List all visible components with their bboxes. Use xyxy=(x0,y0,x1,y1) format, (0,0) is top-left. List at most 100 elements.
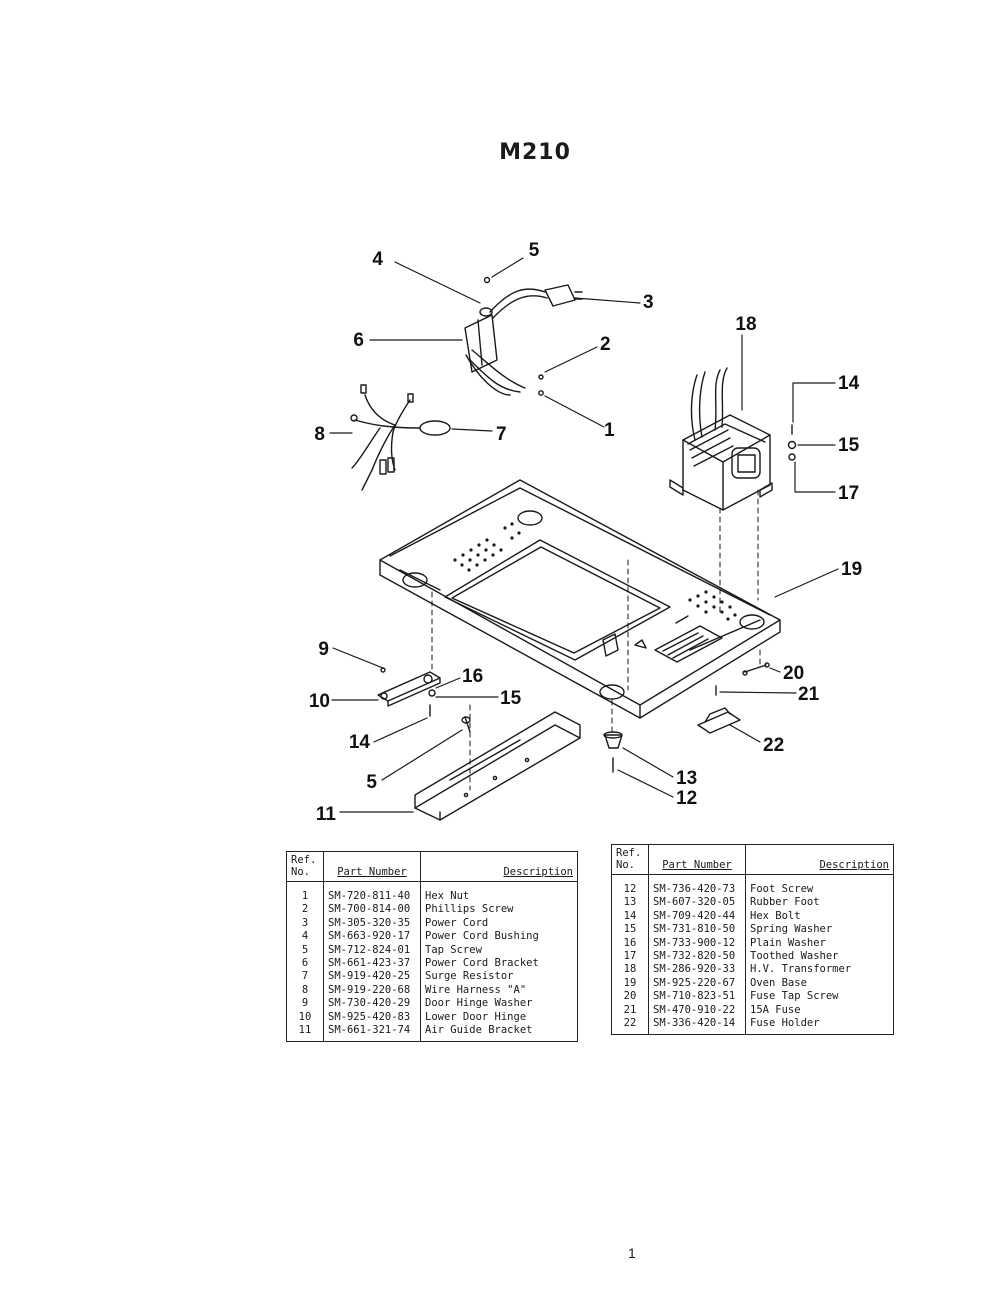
part-number-cell: SM-470-910-22 xyxy=(648,1003,746,1018)
column-header-part: Part Number xyxy=(323,851,421,882)
table-header-row: Ref. No. Part Number Description xyxy=(286,851,578,882)
description-cell: Power Cord Bracket xyxy=(420,957,578,971)
callout-5: 5 xyxy=(529,240,540,261)
part-number-cell: SM-925-420-83 xyxy=(323,1010,421,1025)
ref-cell: 14 xyxy=(623,909,637,922)
callout-5b: 5 xyxy=(366,772,377,793)
column-header-desc: Description xyxy=(745,844,894,875)
description-cell: H.V. Transformer xyxy=(745,963,894,977)
table-header-row: Ref. No. Part Number Description xyxy=(611,844,894,875)
power-cord-assembly xyxy=(464,276,583,396)
ref-cell: 9 xyxy=(301,997,309,1010)
ref-cell: 4 xyxy=(301,930,309,943)
callout-9: 9 xyxy=(318,639,329,660)
ref-cell: 11 xyxy=(298,1024,312,1037)
callout-20: 20 xyxy=(783,663,804,684)
wire-harness-part xyxy=(350,384,451,491)
part-number-cell: SM-336-420-14 xyxy=(648,1017,746,1035)
part-number-cell: SM-720-811-40 xyxy=(323,881,421,904)
description-cell: Power Cord Bushing xyxy=(420,930,578,944)
ref-cell: 20 xyxy=(623,990,637,1003)
ref-cell: 16 xyxy=(623,936,637,949)
description-cell: Spring Washer xyxy=(745,923,894,937)
fuse-assembly-part xyxy=(697,662,770,734)
part-number-cell: SM-700-814-00 xyxy=(323,903,421,917)
part-number-cell: SM-286-920-33 xyxy=(648,963,746,977)
callout-8: 8 xyxy=(314,424,325,445)
description-cell: Toothed Washer xyxy=(745,950,894,964)
part-number-cell: SM-732-820-50 xyxy=(648,950,746,964)
part-number-cell: SM-661-321-74 xyxy=(323,1024,421,1042)
air-guide-bracket-part xyxy=(414,711,581,821)
column-header-ref: Ref. No. xyxy=(286,851,324,882)
callout-15b: 15 xyxy=(500,688,522,709)
description-cell: Foot Screw xyxy=(745,874,894,897)
parts-table-left: Ref. No. Part Number Description 1 SM-720… xyxy=(286,851,578,1043)
description-cell: Oven Base xyxy=(745,976,894,991)
description-cell: 15A Fuse xyxy=(745,1003,894,1018)
callout-4: 4 xyxy=(372,249,383,270)
ref-cell: 10 xyxy=(298,1010,312,1023)
part-number-cell: SM-710-823-51 xyxy=(648,990,746,1004)
part-number-cell: SM-925-220-67 xyxy=(648,976,746,991)
ref-cell: 13 xyxy=(623,896,637,909)
part-number-cell: SM-305-320-35 xyxy=(323,916,421,931)
page-number: 1 xyxy=(628,1245,636,1261)
callout-16: 16 xyxy=(462,666,483,687)
callout-21: 21 xyxy=(798,684,820,705)
description-cell: Tap Screw xyxy=(420,943,578,958)
description-cell: Hex Bolt xyxy=(745,909,894,924)
callout-17: 17 xyxy=(838,483,859,504)
ref-cell: 21 xyxy=(623,1003,637,1016)
ref-cell: 5 xyxy=(301,943,309,956)
ref-cell: 1 xyxy=(301,890,309,902)
callout-1: 1 xyxy=(604,420,615,441)
ref-cell: 2 xyxy=(301,903,309,916)
callout-14b: 14 xyxy=(349,732,371,753)
rubber-foot-part xyxy=(603,731,623,773)
callout-6: 6 xyxy=(353,330,364,351)
description-cell: Wire Harness "A" xyxy=(420,983,578,998)
part-number-cell: SM-731-810-50 xyxy=(648,923,746,937)
part-number-cell: SM-712-824-01 xyxy=(323,943,421,958)
ref-cell: 8 xyxy=(301,983,309,996)
part-number-cell: SM-607-320-05 xyxy=(648,896,746,910)
callout-3: 3 xyxy=(643,292,654,313)
exploded-parts-diagram: 4 5 3 6 2 1 8 7 18 14 15 17 19 9 10 16 1… xyxy=(309,240,862,825)
ref-cell: 7 xyxy=(301,970,309,983)
callout-15: 15 xyxy=(838,435,860,456)
part-number-cell: SM-730-420-29 xyxy=(323,997,421,1011)
callout-12: 12 xyxy=(676,788,697,809)
column-header-ref: Ref. No. xyxy=(611,844,649,875)
transformer-part xyxy=(669,367,773,511)
description-cell: Surge Resistor xyxy=(420,970,578,984)
ref-cell: 3 xyxy=(301,916,309,929)
ref-cell: 15 xyxy=(623,923,637,936)
description-cell: Plain Washer xyxy=(745,936,894,951)
ref-cell: 17 xyxy=(623,950,637,963)
callout-11: 11 xyxy=(316,804,337,825)
part-number-cell: SM-919-420-25 xyxy=(323,970,421,984)
part-number-cell: SM-736-420-73 xyxy=(648,874,746,897)
ref-cell: 22 xyxy=(623,1017,637,1030)
part-number-cell: SM-919-220-68 xyxy=(323,983,421,998)
part-number-cell: SM-733-900-12 xyxy=(648,936,746,951)
callout-19: 19 xyxy=(841,559,862,580)
oven-base-part xyxy=(379,479,781,719)
column-header-desc: Description xyxy=(420,851,578,882)
